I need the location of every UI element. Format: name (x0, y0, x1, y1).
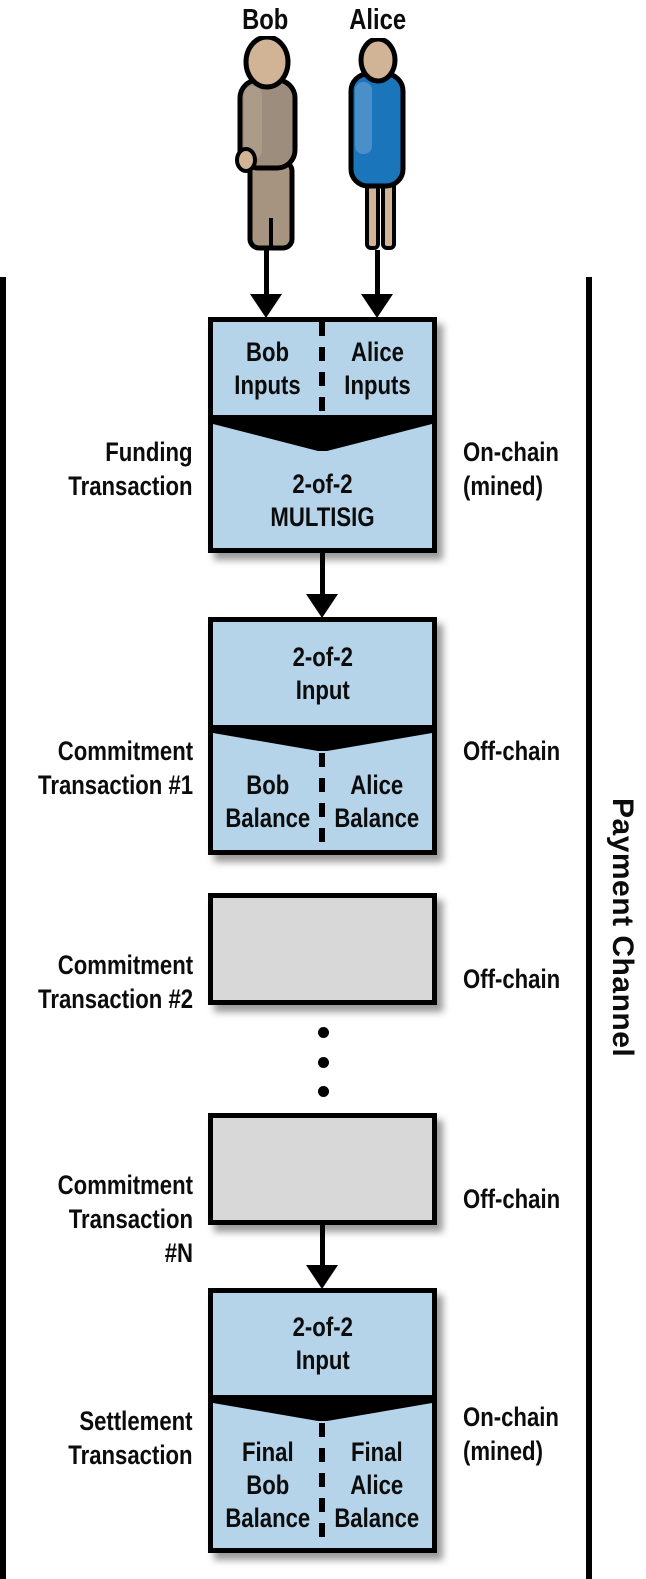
bob-name-text: Bob (241, 4, 289, 36)
commitment2-left-text: Commitment Transaction #2 (37, 950, 193, 1015)
bracket-left-line (0, 277, 6, 1579)
funding-right-text: On-chain (mined) (463, 437, 559, 502)
settlement-balances-row: Final Bob Balance Final Alice Balance (213, 1423, 432, 1548)
commitment1-transaction-box: 2-of-2 Input Bob Balance Alice Balance (208, 617, 437, 855)
alice-head (358, 38, 398, 84)
arrow-shaft (320, 551, 325, 597)
alice-name-label: Alice (318, 2, 438, 39)
alice-inputs-text: Alice Inputs (344, 336, 411, 400)
final-alice-balance-text: Final Alice Balance (334, 1437, 420, 1533)
bob-hand (235, 147, 257, 173)
funding-funnel-icon (213, 415, 432, 451)
bob-inputs-text: Bob Inputs (234, 336, 301, 400)
funding-output-section: 2-of-2 MULTISIG (213, 453, 432, 548)
arrow-shaft (375, 250, 380, 298)
arrow-shaft (320, 1223, 325, 1268)
ellipsis-dot (318, 1086, 329, 1097)
commitment2-left-label: Commitment Transaction #2 (0, 914, 193, 1016)
multisig-output-text: 2-of-2 MULTISIG (270, 468, 375, 532)
bob-name-label: Bob (205, 2, 325, 39)
commitment1-funnel-icon (213, 725, 432, 751)
commitmentN-transaction-box (208, 1113, 437, 1225)
commitment1-left-text: Commitment Transaction #1 (37, 736, 193, 801)
bob-head (243, 36, 291, 90)
payment-channel-label-wrap: Payment Channel (598, 277, 646, 1579)
commitment1-left-label: Commitment Transaction #1 (0, 700, 193, 802)
bracket-right-line (586, 277, 592, 1579)
commitment2-transaction-box (208, 893, 437, 1005)
commitment1-dashed-divider (319, 753, 325, 850)
arrow-shaft (264, 250, 269, 298)
settlement-cell-final-alice: Final Alice Balance (323, 1423, 433, 1548)
commitment1-cell-alice-balance: Alice Balance (323, 753, 433, 850)
settlement-funnel-icon (213, 1395, 432, 1421)
settlement-left-text: Settlement Transaction (68, 1406, 193, 1471)
settlement-right-label: On-chain (mined) (463, 1366, 593, 1468)
commitmentN-left-label: Commitment Transaction #N (0, 1134, 193, 1270)
settlement-transaction-box: 2-of-2 Input Final Bob Balance Final Ali… (208, 1288, 437, 1553)
alice-arm (355, 82, 372, 154)
settlement-dashed-divider (319, 1423, 325, 1548)
arrow-down-icon (306, 594, 338, 618)
commitment1-right-label: Off-chain (463, 700, 593, 768)
funding-transaction-box: Bob Inputs Alice Inputs 2-of-2 MULTISIG (208, 317, 437, 553)
bob-balance-text: Bob Balance (225, 769, 311, 833)
commitment1-right-text: Off-chain (463, 736, 561, 767)
commitmentN-right-text: Off-chain (463, 1184, 561, 1215)
arrow-down-icon (306, 1265, 338, 1289)
arrow-down-icon (361, 294, 393, 318)
bob-person-icon (235, 36, 298, 251)
commitment2-right-label: Off-chain (463, 928, 593, 996)
funding-inputs-row: Bob Inputs Alice Inputs (213, 322, 432, 415)
arrow-down-icon (250, 294, 282, 318)
commitment1-cell-bob-balance: Bob Balance (213, 753, 323, 850)
payment-channel-label: Payment Channel (606, 798, 639, 1058)
settlement-left-label: Settlement Transaction (0, 1370, 193, 1472)
funding-cell-bob-inputs: Bob Inputs (213, 322, 323, 415)
alice-name-text: Alice (349, 4, 407, 36)
funding-left-label: Funding Transaction (0, 401, 193, 503)
commitmentN-left-text: Commitment Transaction #N (57, 1170, 193, 1269)
commitment2-right-text: Off-chain (463, 964, 561, 995)
commitmentN-right-label: Off-chain (463, 1148, 593, 1216)
ellipsis-dot (318, 1057, 329, 1068)
commitment1-input-section: 2-of-2 Input (213, 622, 432, 725)
final-bob-balance-text: Final Bob Balance (225, 1437, 311, 1533)
settlement-input-text: 2-of-2 Input (292, 1312, 353, 1375)
settlement-cell-final-bob: Final Bob Balance (213, 1423, 323, 1548)
commitment1-balances-row: Bob Balance Alice Balance (213, 753, 432, 850)
settlement-right-text: On-chain (mined) (463, 1402, 559, 1467)
alice-person-icon (348, 38, 406, 250)
ellipsis-dot (318, 1027, 329, 1038)
settlement-input-section: 2-of-2 Input (213, 1293, 432, 1395)
commitment1-input-text: 2-of-2 Input (292, 641, 353, 705)
bob-arm (244, 86, 262, 160)
alice-balance-text: Alice Balance (334, 769, 420, 833)
funding-right-label: On-chain (mined) (463, 401, 593, 503)
funding-dashed-divider (319, 322, 325, 415)
funding-left-text: Funding Transaction (68, 437, 193, 502)
funding-cell-alice-inputs: Alice Inputs (323, 322, 433, 415)
